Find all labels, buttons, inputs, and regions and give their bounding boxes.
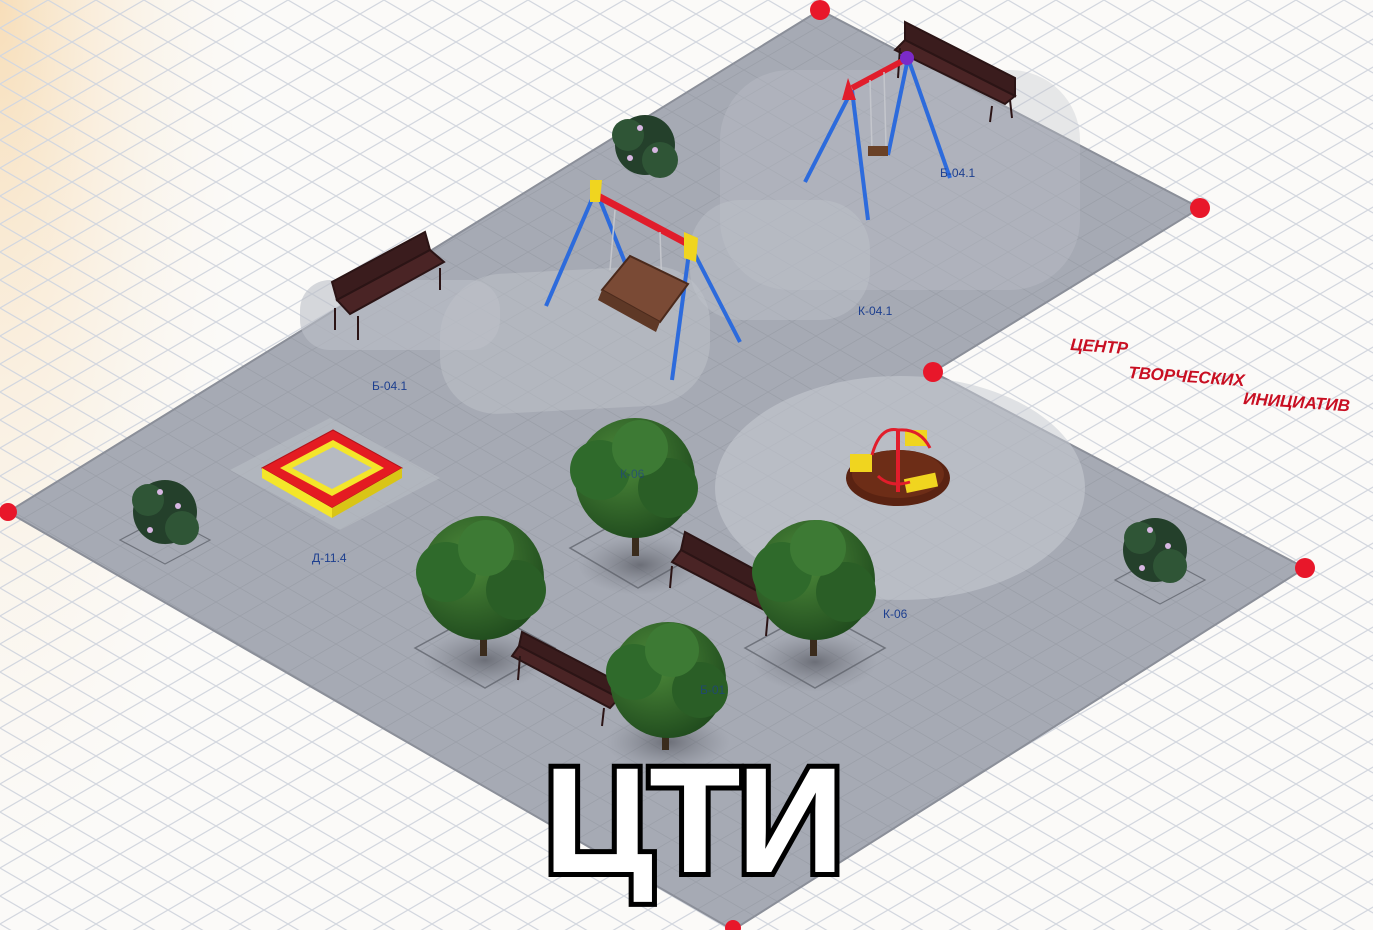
swing-zone-2 [690, 200, 870, 320]
carousel [846, 428, 950, 506]
tree-bottom [606, 622, 728, 750]
title-abbreviation: ЦТИ [543, 736, 840, 904]
tree-right [752, 520, 876, 656]
bench-middle [669, 530, 780, 637]
boundary-point [810, 0, 830, 20]
boundary-point [725, 920, 741, 930]
boundary-points [0, 0, 1315, 930]
label-bench-mid: Б-01 [700, 683, 726, 697]
boundary-point [923, 362, 943, 382]
label-carousel: К-06 [883, 607, 908, 621]
bench-lower [510, 630, 624, 727]
label-bench-left: Б-04.1 [372, 379, 408, 393]
label-swing-zone: К-04.1 [858, 304, 893, 318]
boundary-point [1295, 558, 1315, 578]
swing-middle [544, 180, 742, 381]
tree-left [416, 516, 546, 656]
tree-center [570, 418, 698, 556]
shrub-left [132, 480, 199, 545]
label-bench-top: Б-04.1 [940, 166, 976, 180]
label-bench-bottom: Б-04 [554, 770, 580, 784]
center-name-line1: ЦЕНТР [1070, 335, 1130, 358]
shrub-right [1123, 518, 1187, 583]
bench-top-right [893, 20, 1017, 123]
sandbox [260, 429, 404, 518]
boundary-point [0, 503, 17, 521]
swing-upper [803, 51, 952, 221]
bench-upper-left [330, 230, 446, 340]
label-sandbox: Д-11.4 [312, 551, 347, 565]
label-tree-center: К-06 [620, 467, 645, 481]
bench-pad-left [300, 280, 500, 350]
shrub-top [612, 115, 678, 178]
boundary-point [1190, 198, 1210, 218]
upper-swing-zone [720, 70, 1080, 290]
